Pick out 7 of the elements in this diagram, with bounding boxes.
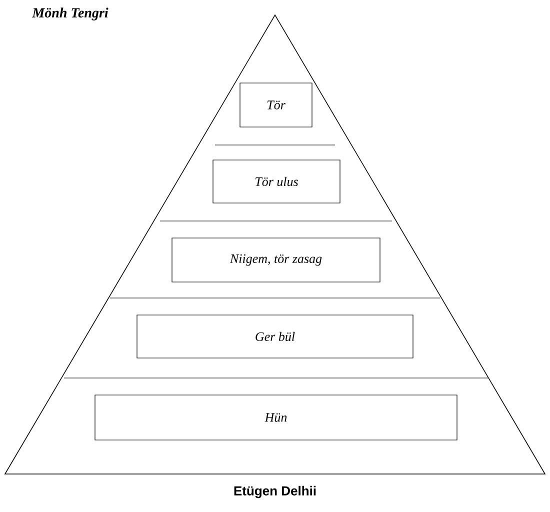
level-box: Tör <box>240 82 312 128</box>
level-box: Hün <box>94 394 458 440</box>
heading-label: Etügen Delhii <box>234 486 316 498</box>
level-box: Tör ulus <box>212 160 340 204</box>
heading-label: Mönh Tengri <box>32 8 108 20</box>
level-box: Ger bül <box>136 314 414 358</box>
level-box: Niigem, tör zasag <box>172 238 380 282</box>
